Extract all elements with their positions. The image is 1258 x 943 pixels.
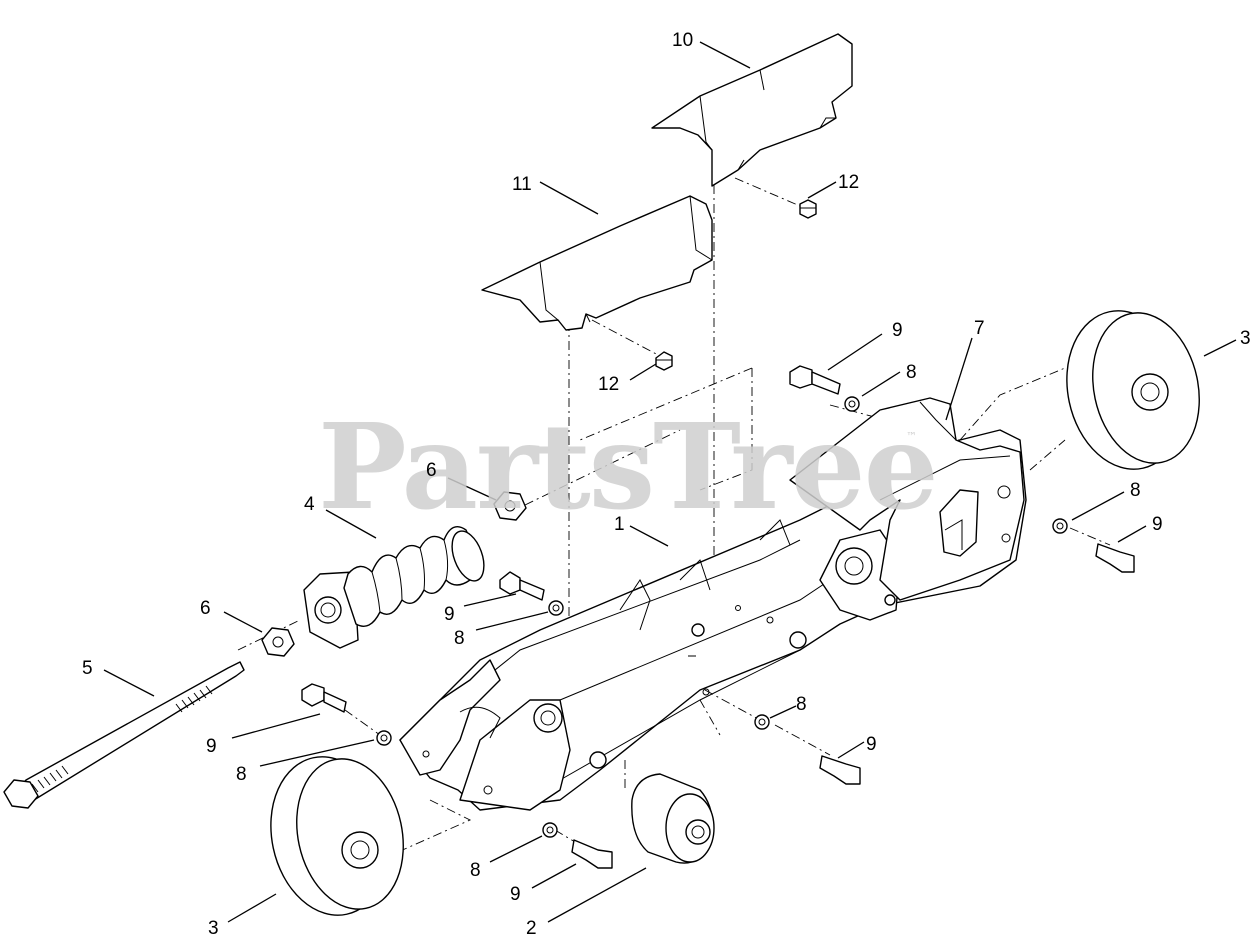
callout-4: 4	[304, 494, 315, 515]
callout-5: 5	[82, 658, 93, 679]
part-9-bolt-d	[301, 683, 347, 713]
part-8-washer-f	[542, 822, 558, 838]
callout-10: 10	[672, 30, 693, 51]
callout-6: 6	[200, 598, 211, 619]
part-8-washer-c	[548, 600, 564, 616]
callout-8: 8	[906, 362, 917, 383]
callout-8: 8	[236, 764, 247, 785]
part-12-bolt-upper	[799, 199, 817, 219]
part-1-track-frame	[399, 429, 1027, 811]
callout-9: 9	[892, 320, 903, 341]
part-9-bolt-c	[499, 571, 545, 601]
callout-9: 9	[510, 884, 521, 905]
part-2-bogie-wheel	[631, 773, 715, 864]
callout-9: 9	[1152, 514, 1163, 535]
callout-labels: 10 11 12 12 9 8 7 3 6 4 1 8 9 6 9 8 5 9 …	[82, 30, 1251, 939]
part-8-washer-a	[844, 396, 860, 412]
callout-9: 9	[866, 734, 877, 755]
callout-9: 9	[444, 604, 455, 625]
watermark-trademark: ™	[906, 430, 917, 443]
part-8-washer-b	[1052, 518, 1068, 534]
part-8-washer-d	[376, 730, 392, 746]
leader-lines	[103, 41, 1237, 923]
callout-12: 12	[598, 374, 619, 395]
callout-11: 11	[512, 174, 532, 195]
part-9-bolt-f	[571, 839, 613, 869]
callout-6: 6	[426, 460, 437, 481]
part-9-bolt-a	[789, 365, 841, 395]
callout-7: 7	[974, 318, 985, 339]
callout-2: 2	[526, 918, 537, 939]
part-7-tension-bracket	[789, 397, 1025, 601]
part-5-tension-bolt	[3, 661, 245, 809]
bolt-threads-upper	[175, 685, 213, 713]
part-3-wheel-rear	[270, 756, 404, 916]
callout-8: 8	[470, 860, 481, 881]
callout-9: 9	[206, 736, 217, 757]
callout-3: 3	[208, 918, 219, 939]
part-6-nut-upper	[493, 491, 527, 521]
part-4-tension-spring	[303, 526, 485, 649]
part-9-bolt-e	[819, 755, 861, 785]
callout-12: 12	[838, 172, 859, 193]
part-6-nut-lower	[261, 627, 295, 657]
bolt-threads-lower	[31, 765, 69, 793]
part-11-track-shield-lower	[481, 195, 713, 331]
callout-8: 8	[454, 628, 465, 649]
part-3-wheel-front	[1066, 310, 1200, 470]
callout-1: 1	[614, 514, 625, 535]
part-12-bolt-lower	[655, 351, 673, 371]
part-9-bolt-b	[1095, 543, 1135, 573]
callout-3: 3	[1240, 328, 1251, 349]
part-10-track-shield-upper	[651, 33, 853, 187]
callout-8: 8	[1130, 480, 1141, 501]
watermark: PartsTree ™	[318, 397, 939, 536]
watermark-text: PartsTree	[318, 397, 937, 536]
callout-8: 8	[796, 694, 807, 715]
part-8-washer-e	[754, 714, 770, 730]
